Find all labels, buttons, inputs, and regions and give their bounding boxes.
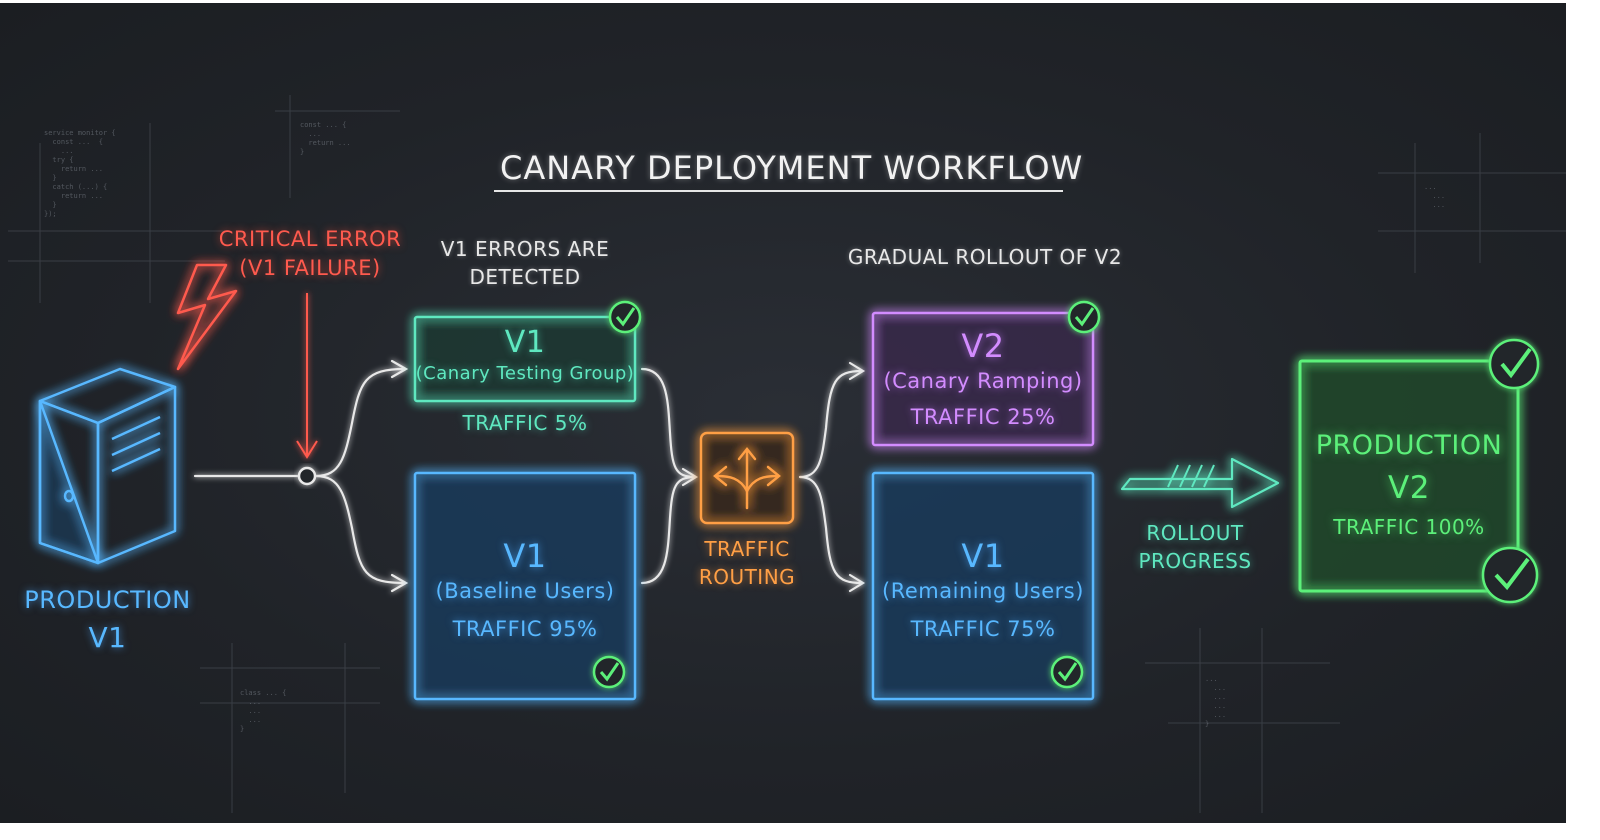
code-snippet-decoration: class ... { ... ... ... } bbox=[240, 689, 287, 733]
check-icon bbox=[1488, 338, 1540, 390]
critical-error-label: CRITICAL ERROR (V1 FAILURE) bbox=[210, 225, 410, 283]
traffic-wires bbox=[193, 359, 866, 593]
rollout-progress-arrow bbox=[1120, 457, 1280, 509]
code-snippet-decoration: const ... { ... return ... } bbox=[300, 121, 351, 156]
production-v2-label: PRODUCTION V2 bbox=[1300, 425, 1518, 509]
canary-v2-traffic: TRAFFIC 25% bbox=[910, 405, 1056, 429]
server-icon bbox=[38, 367, 177, 565]
check-icon bbox=[1050, 655, 1084, 689]
diagram-title: CANARY DEPLOYMENT WORKFLOW bbox=[500, 149, 1084, 187]
rollout-progress-label: ROLLOUT PROGRESS bbox=[1120, 519, 1270, 575]
traffic-routing-line1: TRAFFIC bbox=[704, 537, 790, 561]
diagram-graphics bbox=[8, 95, 1566, 813]
code-snippet-decoration: ... ... ... bbox=[1424, 183, 1446, 209]
code-snippet-decoration: service monitor { const ... { ... try { … bbox=[44, 129, 116, 218]
remaining-v1-traffic: TRAFFIC 75% bbox=[910, 617, 1056, 641]
production-v1-label: PRODUCTION V1 bbox=[10, 581, 205, 657]
baseline-v1-group: (Baseline Users) bbox=[435, 579, 615, 603]
critical-error-line1: CRITICAL ERROR bbox=[218, 227, 402, 251]
canary-v2-group: (Canary Ramping) bbox=[883, 369, 1083, 393]
production-v1-line1: PRODUCTION bbox=[24, 586, 191, 614]
canary-v1-version: V1 bbox=[504, 325, 546, 360]
production-v2-line1: PRODUCTION bbox=[1315, 430, 1503, 461]
critical-error-line2: (V1 FAILURE) bbox=[239, 256, 381, 280]
error-arrow bbox=[296, 293, 318, 459]
canary-v1-group: (Canary Testing Group) bbox=[415, 363, 635, 384]
remaining-v1-group: (Remaining Users) bbox=[882, 579, 1084, 603]
canary-v2-box bbox=[871, 311, 1095, 447]
baseline-v1-box bbox=[413, 471, 637, 701]
errors-detected-label: V1 ERRORS ARE DETECTED bbox=[420, 235, 630, 291]
split-junction bbox=[297, 466, 317, 486]
canary-v2-version: V2 bbox=[961, 327, 1005, 365]
production-v2-box bbox=[1298, 359, 1520, 593]
production-v2-line2: V2 bbox=[1388, 470, 1430, 506]
lightning-bolt-icon bbox=[176, 263, 238, 371]
code-snippet-decoration: ... ... ... ... ... } bbox=[1205, 675, 1227, 728]
production-v1-line2: V1 bbox=[88, 621, 127, 654]
traffic-routing-label: TRAFFIC ROUTING bbox=[680, 535, 814, 591]
rollout-progress-line2: PROGRESS bbox=[1138, 549, 1252, 573]
canary-v1-box bbox=[413, 315, 637, 403]
errors-detected-line2: DETECTED bbox=[469, 265, 581, 289]
check-icon bbox=[1481, 546, 1539, 604]
diagram-canvas: service monitor { const ... { ... try { … bbox=[0, 3, 1566, 823]
production-v2-traffic: TRAFFIC 100% bbox=[1333, 515, 1485, 539]
errors-detected-line1: V1 ERRORS ARE bbox=[440, 237, 610, 261]
background-sketch-lines bbox=[8, 95, 1566, 813]
check-icon bbox=[1067, 300, 1101, 334]
rollout-progress-line1: ROLLOUT bbox=[1146, 521, 1244, 545]
remaining-v1-box bbox=[871, 471, 1095, 701]
gradual-rollout-label: GRADUAL ROLLOUT OF V2 bbox=[847, 245, 1123, 269]
check-icon bbox=[608, 300, 642, 334]
canary-v1-traffic: TRAFFIC 5% bbox=[462, 411, 588, 435]
routing-split-icon bbox=[699, 431, 795, 525]
remaining-v1-version: V1 bbox=[961, 537, 1005, 575]
baseline-v1-version: V1 bbox=[503, 537, 547, 575]
traffic-routing-line2: ROUTING bbox=[698, 565, 796, 589]
baseline-v1-traffic: TRAFFIC 95% bbox=[452, 617, 598, 641]
check-icon bbox=[592, 655, 626, 689]
